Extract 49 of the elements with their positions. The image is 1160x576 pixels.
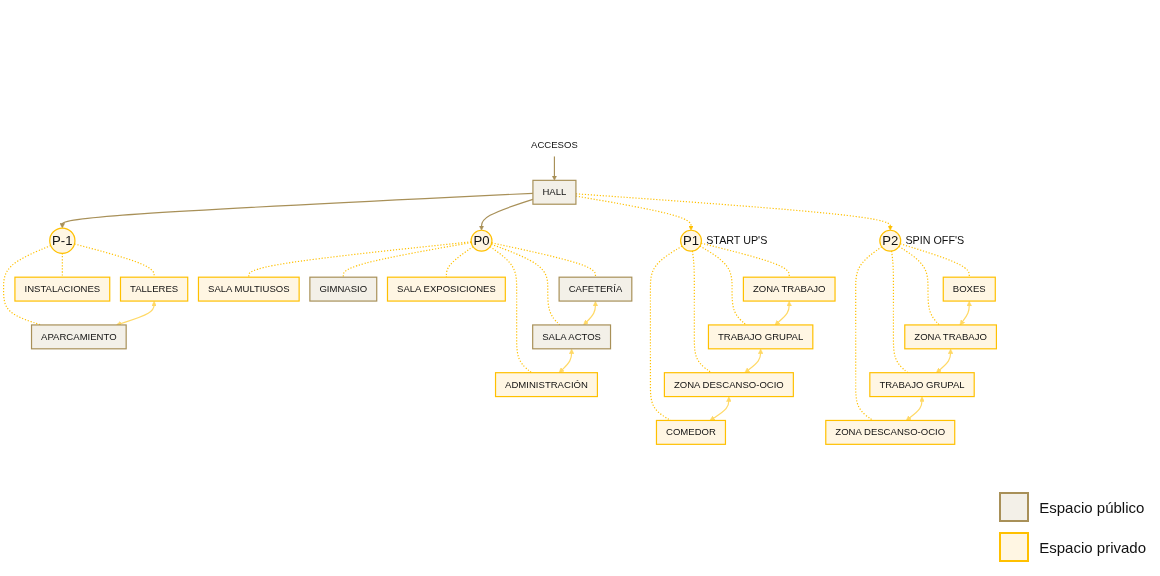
arrow bbox=[936, 348, 954, 373]
node-box: SALA ACTOS bbox=[532, 323, 612, 349]
floor-caption: SPIN OFF'S bbox=[905, 233, 965, 246]
connector bbox=[445, 245, 474, 278]
connector bbox=[855, 245, 883, 421]
node-box: GIMNASIO bbox=[309, 276, 378, 302]
node-box: SALA MULTIUSOS bbox=[197, 276, 300, 302]
node-text: ACCESOS bbox=[531, 138, 578, 149]
arrow bbox=[905, 396, 925, 421]
node-box: TRABAJO GRUPAL bbox=[869, 371, 975, 397]
arrow bbox=[774, 300, 792, 325]
legend-label: Espacio privado bbox=[1039, 538, 1146, 556]
connector bbox=[490, 243, 561, 326]
node-circle: P0 bbox=[470, 229, 493, 252]
connector bbox=[691, 250, 713, 373]
arrow bbox=[744, 348, 764, 373]
connector bbox=[699, 245, 747, 326]
connector bbox=[3, 244, 52, 326]
connector bbox=[491, 241, 597, 278]
node-box: TRABAJO GRUPAL bbox=[707, 323, 814, 349]
node-box: APARCAMIENTO bbox=[30, 323, 127, 349]
node-box: COMEDOR bbox=[655, 419, 727, 445]
node-box: TALLERES bbox=[119, 276, 189, 302]
node-box: ZONA TRABAJO bbox=[742, 276, 836, 302]
arrow bbox=[583, 300, 599, 325]
node-circle: P2 bbox=[879, 229, 902, 252]
arrow bbox=[558, 348, 575, 373]
connector bbox=[248, 240, 472, 278]
node-box: BOXES bbox=[942, 276, 996, 302]
connector bbox=[898, 245, 940, 326]
node-box: CAFETERÍA bbox=[558, 276, 633, 302]
node-box: ZONA DESCANSO-OCIO bbox=[825, 419, 956, 445]
node-circle: P-1 bbox=[49, 227, 76, 254]
arrow bbox=[116, 300, 157, 326]
node-box: ZONA DESCANSO-OCIO bbox=[663, 371, 794, 397]
node-box: ADMINISTRACIÓN bbox=[494, 371, 598, 397]
node-box: ZONA TRABAJO bbox=[904, 323, 997, 349]
connector bbox=[61, 252, 63, 278]
arrow bbox=[709, 396, 732, 421]
node-circle: P1 bbox=[680, 229, 703, 252]
node-box: HALL bbox=[532, 179, 577, 205]
arrow bbox=[959, 300, 972, 325]
arrow bbox=[551, 155, 558, 181]
floor-caption: START UP'S bbox=[706, 233, 768, 246]
node-box: SALA EXPOSICIONES bbox=[386, 276, 506, 302]
legend-label: Espacio público bbox=[1039, 498, 1145, 516]
node-box: INSTALACIONES bbox=[14, 276, 111, 302]
connector bbox=[342, 241, 472, 278]
connector bbox=[649, 245, 683, 421]
